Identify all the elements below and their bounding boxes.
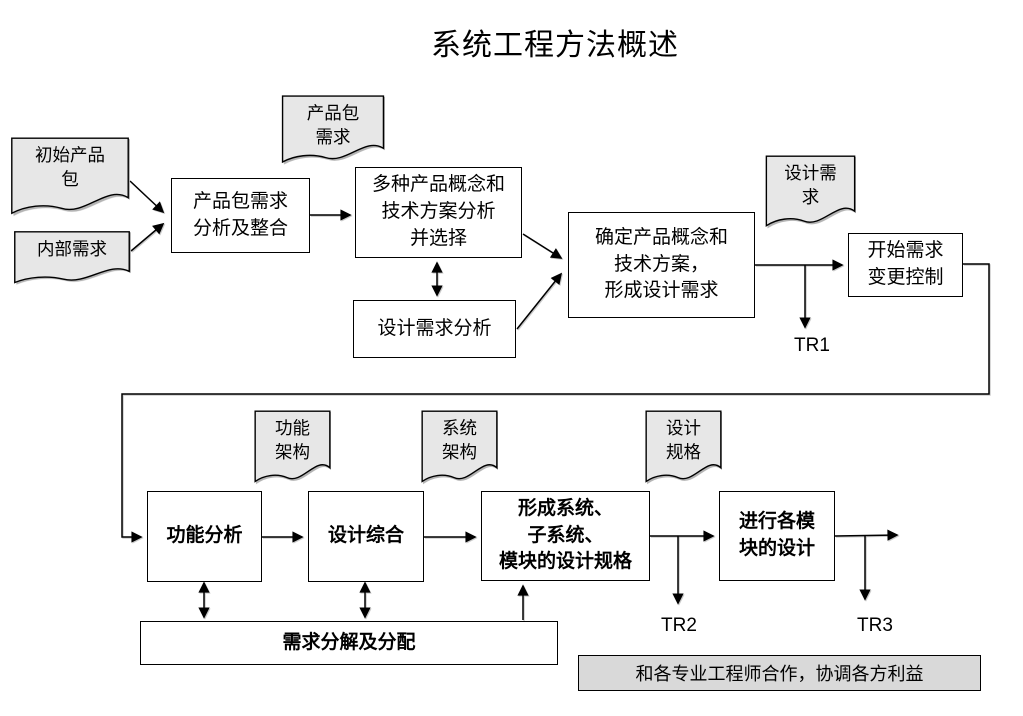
arrow-initial-to-pkg-analysis: [129, 180, 165, 214]
box-form-design-specs: 形成系统、 子系统、 模块的设计规格: [481, 491, 650, 581]
document-icon: [13, 231, 131, 287]
note-cooperate-engineers-label: 和各专业工程师合作，协调各方利益: [635, 664, 924, 684]
box-pkg-requirement-analysis: 产品包需求 分析及整合: [171, 178, 310, 253]
arrow-concepts-to-confirm: [522, 233, 563, 259]
doc-design-specification-label: 设计 规格: [666, 418, 701, 462]
box-design-requirement-analysis: 设计需求分析: [353, 300, 516, 358]
box-design-requirement-analysis-label: 设计需求分析: [377, 317, 492, 339]
document-icon: [645, 410, 722, 486]
doc-product-package-requirements: 产品包 需求: [281, 95, 385, 167]
arrow-moduledesign-out: [834, 529, 899, 541]
box-functional-analysis: 功能分析: [147, 491, 262, 582]
doc-internal-requirements: 内部需求: [13, 231, 131, 287]
page-title: 系统工程方法概述: [431, 29, 679, 62]
document-icon: [421, 410, 498, 486]
box-functional-analysis-label: 功能分析: [166, 525, 243, 547]
arrow-designanalysis-to-confirm: [516, 272, 563, 330]
doc-functional-architecture-label: 功能 架构: [275, 418, 310, 462]
doc-functional-architecture: 功能 架构: [254, 410, 331, 486]
label-tr3: TR3: [857, 615, 893, 636]
doc-initial-product-package: 初始产品 包: [10, 137, 130, 219]
doc-system-architecture: 系统 架构: [421, 410, 498, 486]
box-requirement-decomposition: 需求分解及分配: [140, 621, 558, 665]
box-concept-scheme-selection-label: 多种产品概念和 技术方案分析 并选择: [371, 174, 505, 249]
box-pkg-requirement-analysis-label: 产品包需求 分析及整合: [192, 190, 288, 239]
doc-design-specification: 设计 规格: [645, 410, 722, 486]
document-icon: [254, 410, 331, 486]
label-tr2: TR2: [661, 615, 697, 636]
arrow-internal-to-pkg-analysis: [130, 222, 165, 252]
box-requirement-decomposition-label: 需求分解及分配: [282, 631, 416, 653]
doc-internal-requirements-label: 内部需求: [37, 239, 107, 259]
doc-initial-product-package-label: 初始产品 包: [35, 145, 105, 189]
box-module-design: 进行各模 块的设计: [719, 491, 835, 581]
box-start-change-control: 开始需求 变更控制: [848, 233, 963, 297]
doc-design-requirements: 设计需 求: [765, 155, 856, 231]
box-confirm-concept-scheme: 确定产品概念和 技术方案， 形成设计需求: [568, 212, 755, 318]
box-design-synthesis-label: 设计综合: [327, 525, 404, 547]
box-confirm-concept-scheme-label: 确定产品概念和 技术方案， 形成设计需求: [594, 226, 728, 302]
note-cooperate-engineers: 和各专业工程师合作，协调各方利益: [578, 655, 981, 691]
doc-product-package-requirements-label: 产品包 需求: [306, 103, 360, 147]
box-module-design-label: 进行各模 块的设计: [738, 511, 815, 559]
document-icon: [765, 155, 856, 231]
doc-design-requirements-label: 设计需 求: [784, 163, 837, 207]
document-icon: [10, 137, 130, 219]
box-design-synthesis: 设计综合: [308, 491, 424, 582]
box-concept-scheme-selection: 多种产品概念和 技术方案分析 并选择: [355, 167, 522, 258]
document-icon: [281, 95, 385, 167]
box-form-design-specs-label: 形成系统、 子系统、 模块的设计规格: [498, 497, 632, 573]
doc-system-architecture-label: 系统 架构: [442, 418, 477, 462]
label-tr1: TR1: [794, 335, 830, 356]
box-start-change-control-label: 开始需求 变更控制: [867, 240, 944, 288]
